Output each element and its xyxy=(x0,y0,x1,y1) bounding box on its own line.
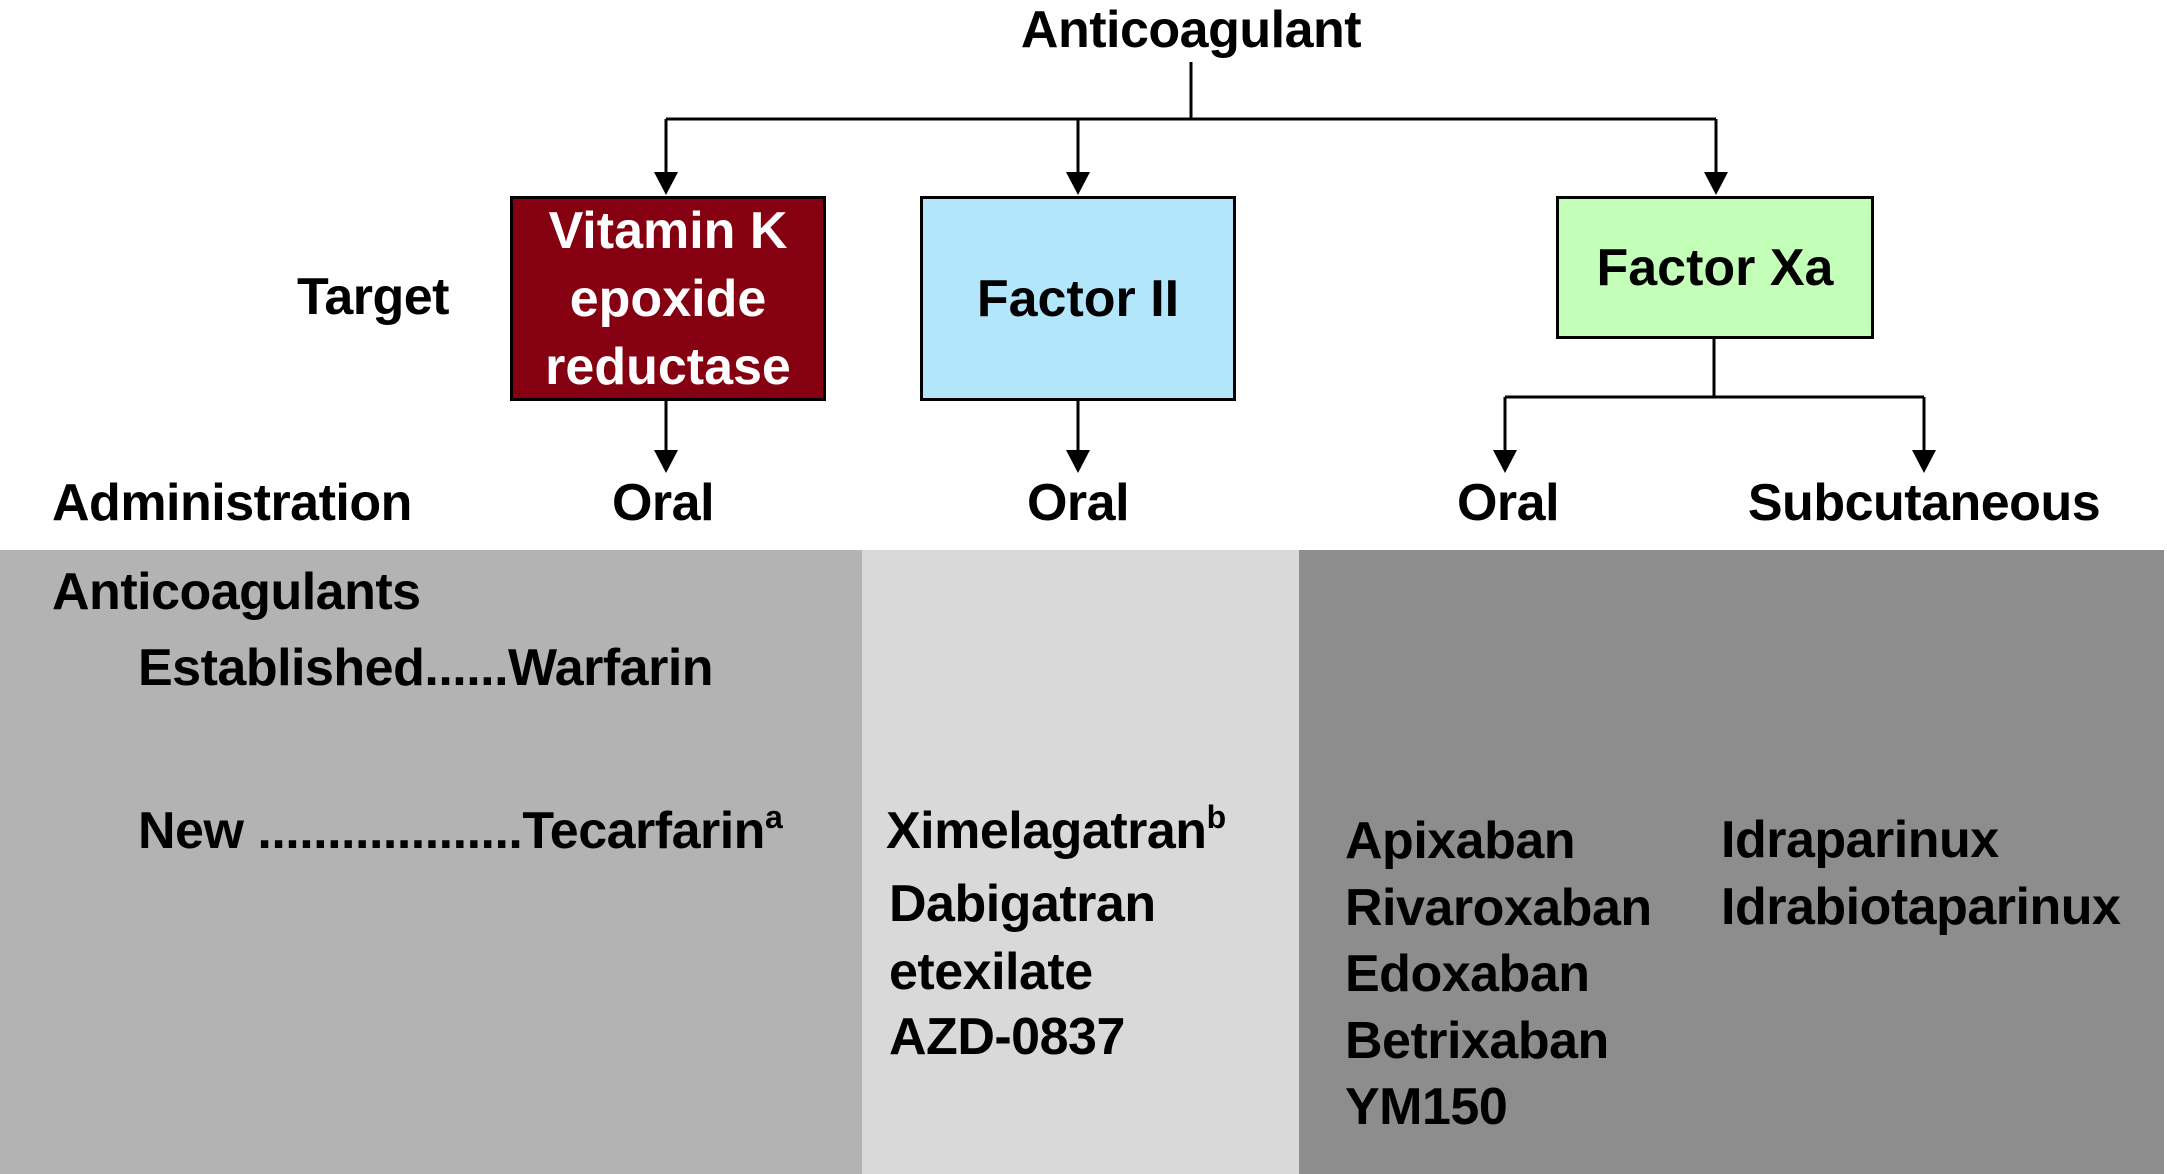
target-row-label: Target xyxy=(296,268,450,326)
factor-xa-oral-drug: YM150 xyxy=(1345,1078,1508,1136)
administration-row-label: Administration xyxy=(52,474,412,532)
factor-xa-oral-drug: Apixaban xyxy=(1345,812,1576,870)
target-box-factor-xa: Factor Xa xyxy=(1556,196,1874,339)
established-drug: Established......Warfarin xyxy=(138,639,714,697)
factor-xa-oral-drug: Rivaroxaban xyxy=(1345,879,1652,937)
new-drug: New ...................Tecarfarina xyxy=(138,801,783,860)
factor-xa-oral-drug: Edoxaban xyxy=(1345,945,1590,1003)
factor-ii-drug: etexilate xyxy=(889,943,1093,1001)
panel-vka-drugs xyxy=(0,550,862,1174)
target-line: Vitamin K xyxy=(548,201,788,260)
factor-xa-subcutaneous-drug: Idrabiotaparinux xyxy=(1721,878,2121,936)
admin-factor-xa-subcutaneous: Subcutaneous xyxy=(1747,474,2101,532)
target-line: reductase xyxy=(545,337,791,396)
panel-factor-xa-drugs xyxy=(1299,550,2164,1174)
factor-xa-subcutaneous-drug: Idraparinux xyxy=(1721,811,1999,869)
root-title: Anticoagulant xyxy=(1020,1,1362,59)
target-line: epoxide xyxy=(569,269,767,328)
admin-factor-ii-oral: Oral xyxy=(1026,474,1130,532)
factor-ii-drug: Ximelagatranb xyxy=(886,801,1226,860)
target-label: Factor II xyxy=(976,269,1180,328)
target-box-vitamin-k-epoxide-reductase: Vitamin K epoxide reductase xyxy=(510,196,826,401)
drug-name: Ximelagatran xyxy=(886,802,1207,860)
panel-heading: Anticoagulants xyxy=(52,563,421,621)
target-label: Factor Xa xyxy=(1596,238,1834,297)
target-box-factor-ii: Factor II xyxy=(920,196,1236,401)
footnote-marker: a xyxy=(764,799,783,835)
panel-factor-ii-drugs xyxy=(862,550,1299,1174)
factor-ii-drug: Dabigatran xyxy=(889,875,1156,933)
arrowheads xyxy=(654,172,1936,473)
admin-factor-xa-oral: Oral xyxy=(1456,474,1560,532)
admin-vka-oral: Oral xyxy=(611,474,715,532)
factor-xa-oral-drug: Betrixaban xyxy=(1345,1012,1609,1070)
footnote-marker: b xyxy=(1206,799,1227,835)
factor-ii-drug: AZD-0837 xyxy=(889,1008,1125,1066)
new-drug-label: New ...................Tecarfarin xyxy=(138,802,765,860)
